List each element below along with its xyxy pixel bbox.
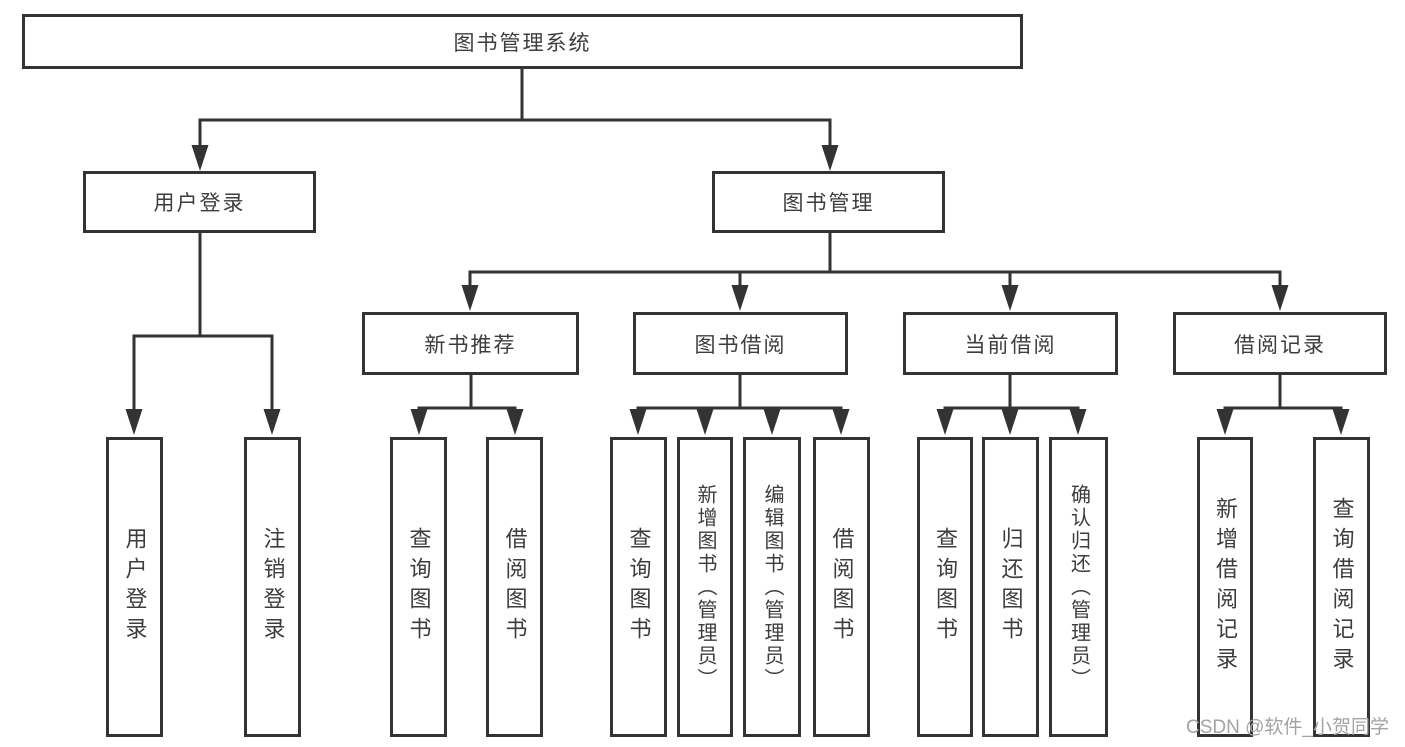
node-label: 查询图书	[933, 527, 958, 647]
node-borrow-records: 借阅记录	[1173, 312, 1387, 375]
node-current-borrow: 当前借阅	[903, 312, 1118, 375]
node-book-management: 图书管理	[712, 171, 945, 233]
leaf-borrow-book-recommend: 借阅图书	[486, 437, 543, 737]
node-label: 新增图书（管理员）	[694, 483, 716, 691]
leaf-add-book-admin: 新增图书（管理员）	[677, 437, 733, 737]
leaf-return-book: 归还图书	[982, 437, 1039, 737]
leaf-edit-book-admin: 编辑图书（管理员）	[743, 437, 801, 737]
node-label: 借阅记录	[1234, 333, 1326, 357]
node-new-book-recommend: 新书推荐	[362, 312, 579, 375]
node-label: 查询图书	[406, 527, 432, 647]
node-label: 用户登录	[153, 192, 246, 215]
leaf-query-book-recommend: 查询图书	[390, 437, 447, 737]
node-label: 用户登录	[122, 527, 148, 647]
node-label: 确认归还（管理员）	[1067, 483, 1090, 691]
leaf-query-book-borrow: 查询图书	[610, 437, 667, 737]
node-book-borrow: 图书借阅	[633, 312, 848, 375]
node-label: 图书管理	[782, 192, 875, 215]
node-label: 编辑图书（管理员）	[761, 483, 783, 691]
node-label: 借阅图书	[502, 527, 528, 647]
node-label: 借阅图书	[829, 527, 855, 647]
node-label: 图书管理系统	[453, 31, 592, 55]
leaf-user-login: 用户登录	[106, 437, 163, 737]
node-label: 归还图书	[998, 527, 1024, 647]
leaf-logout: 注销登录	[244, 437, 301, 737]
leaf-borrow-book: 借阅图书	[813, 437, 870, 737]
leaf-query-borrow-record: 查询借阅记录	[1313, 437, 1370, 737]
leaf-confirm-return-admin: 确认归还（管理员）	[1049, 437, 1108, 737]
node-user-login: 用户登录	[83, 171, 316, 233]
csdn-watermark: CSDN @软件_小贺同学	[1186, 717, 1389, 738]
node-library-management-system: 图书管理系统	[22, 14, 1023, 69]
node-label: 当前借阅	[964, 333, 1057, 357]
leaf-query-book-current: 查询图书	[917, 437, 973, 737]
node-label: 注销登录	[260, 527, 286, 647]
node-label: 图书借阅	[694, 333, 787, 357]
leaf-add-borrow-record: 新增借阅记录	[1197, 437, 1253, 737]
node-label: 查询图书	[626, 527, 652, 647]
node-label: 新增借阅记录	[1213, 497, 1238, 677]
node-label: 查询借阅记录	[1329, 497, 1355, 677]
node-label: 新书推荐	[424, 333, 517, 357]
